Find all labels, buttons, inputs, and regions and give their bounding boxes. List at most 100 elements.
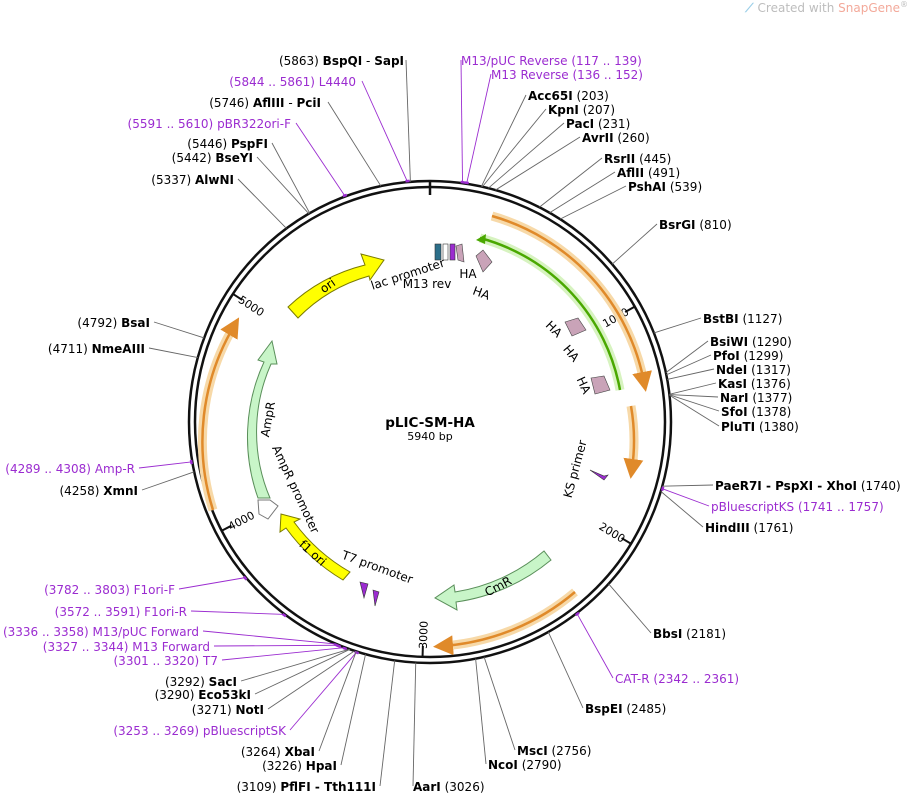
primer-name: M13/pUC Forward (92, 625, 199, 639)
site-leader-line (340, 654, 366, 766)
site-leader-line (254, 648, 351, 695)
t7-promoter-label: T7 promoter (339, 548, 415, 587)
primer-range: (117 .. 139) (571, 54, 641, 68)
primer-leader-line (460, 59, 463, 184)
site-hindiii: HindIII (1761) (705, 521, 793, 535)
primer-leader-line (576, 612, 614, 679)
feature-arc-upper-right-core (491, 214, 652, 392)
primer-pbluescriptks: pBluescriptKS (1741 .. 1757) (711, 500, 884, 514)
site-pos: (1376) (751, 377, 791, 391)
tick-mark (621, 537, 632, 545)
site-pos: (3290) (155, 688, 195, 702)
ha-label-1: HA (459, 267, 477, 281)
site-sfoi: SfoI (1378) (721, 405, 791, 419)
site-bspqi-sapi: (5863) BspQI - SapI (279, 54, 404, 68)
tick-mark (221, 524, 232, 532)
site-bsrgi: BsrGI (810) (659, 218, 732, 232)
primer-binding-mark (574, 611, 580, 617)
site-pos: (539) (670, 180, 702, 194)
primer-range: (3253 .. 3269) (113, 724, 199, 738)
primer-pbr322ori-f: (5591 .. 5610) pBR322ori-F (128, 117, 292, 131)
m13-rev-label: M13 rev (403, 277, 452, 291)
primer-leader-line (213, 644, 340, 647)
primer-binding-mark (660, 486, 665, 492)
features: ori AmpR AmpR promoter f1 ori CmR (246, 253, 552, 611)
green-feature-arrowhead (476, 234, 486, 244)
site-pos: (2790) (522, 758, 562, 772)
site-eco53ki: (3290) Eco53kI (155, 688, 251, 702)
site-name: NarI (720, 391, 749, 405)
primer-f1ori-f: (3782 .. 3803) F1ori-F (44, 583, 175, 597)
site-name: HpaI (306, 759, 337, 773)
site-saci: (3292) SacI (165, 675, 237, 689)
t7-promoter-arrow-2 (372, 589, 380, 607)
site-leader-line (256, 156, 310, 214)
site-aflii: AflII (491) (617, 166, 680, 180)
ampr-label: AmpR (258, 400, 278, 438)
site-pluti: PluTI (1380) (721, 420, 799, 434)
site-pos: (1317) (751, 363, 791, 377)
site-pos: (491) (648, 166, 680, 180)
plasmid-size: 5940 bp (407, 430, 452, 443)
site-nmeaiii: (4711) NmeAIII (48, 342, 145, 356)
site-pos: (207) (583, 103, 615, 117)
site-leader-line (669, 394, 719, 398)
site-aari: AarI (3026) (413, 780, 485, 794)
site-name: PacI (566, 117, 594, 131)
primer-binding-mark (354, 650, 360, 655)
site-pos: (5746) (209, 96, 249, 110)
site-pshai: PshAI (539) (628, 180, 702, 194)
site-kpni: KpnI (207) (548, 103, 615, 117)
primer-leader-line (289, 651, 358, 731)
primer-name: CAT-R (615, 672, 650, 686)
site-pos: (260) (617, 131, 649, 145)
primer-name: M13 Reverse (491, 68, 569, 82)
site-bsiwi: BsiWI (1290) (710, 335, 792, 349)
ks-primer-label: KS primer (561, 439, 590, 500)
green-feature-arc-core (479, 236, 622, 391)
site-acc65i: Acc65I (203) (528, 89, 609, 103)
site-pos: (1740) (861, 479, 901, 493)
primer-name: pBluescriptSK (203, 724, 287, 738)
site-name: XmnI (103, 484, 138, 498)
primer-leader-line (221, 647, 346, 661)
site-leader-line (271, 142, 311, 214)
orange-features (197, 211, 652, 656)
primer-name: L4440 (319, 75, 356, 89)
site-name: HindIII (705, 521, 750, 535)
cmr-label: CmR (482, 574, 514, 600)
primer-leader-line (661, 488, 710, 507)
site-name: NmeAIII (92, 342, 145, 356)
primer-leader-line (178, 577, 246, 590)
site-xmni: (4258) XmnI (60, 484, 139, 498)
site-name: BsaI (121, 316, 150, 330)
site-leader-line (653, 317, 702, 334)
site-name: BbsI (653, 627, 682, 641)
site-name: PspFI (231, 137, 268, 151)
tick-mark (624, 305, 636, 313)
site-name: BsrGI (659, 218, 696, 232)
site-leader-line (475, 658, 487, 765)
primer-binding-mark (460, 180, 465, 184)
site-leader-line (669, 394, 720, 412)
feature-arc-left-core (201, 317, 240, 511)
site-hpai: (3226) HpaI (262, 759, 337, 773)
site-pos: (810) (699, 218, 731, 232)
site-bstbi: BstBI (1127) (703, 312, 782, 326)
primer-m13-reverse: M13 Reverse (136 .. 152) (491, 68, 643, 82)
site-noti: (3271) NotI (192, 703, 264, 717)
site-name: KpnI (548, 103, 579, 117)
site-pflfi-tth111i: (3109) PflFI - Tth111I (237, 780, 376, 794)
ha-tag-3 (564, 317, 587, 337)
site-pos: (445) (639, 152, 671, 166)
watermark-brand: SnapGene (838, 1, 900, 15)
primer-binding-mark (464, 181, 469, 185)
primer-range: (5844 .. 5861) (229, 75, 315, 89)
site-leader-line (379, 660, 396, 787)
ha-label-3: HA (543, 318, 566, 341)
tick-label: 4000 (226, 509, 257, 533)
feature-arc-right-core (623, 405, 644, 479)
tick-label: 2000 (597, 520, 628, 546)
site-ndei: NdeI (1317) (716, 363, 791, 377)
site-leader-line (660, 491, 704, 528)
